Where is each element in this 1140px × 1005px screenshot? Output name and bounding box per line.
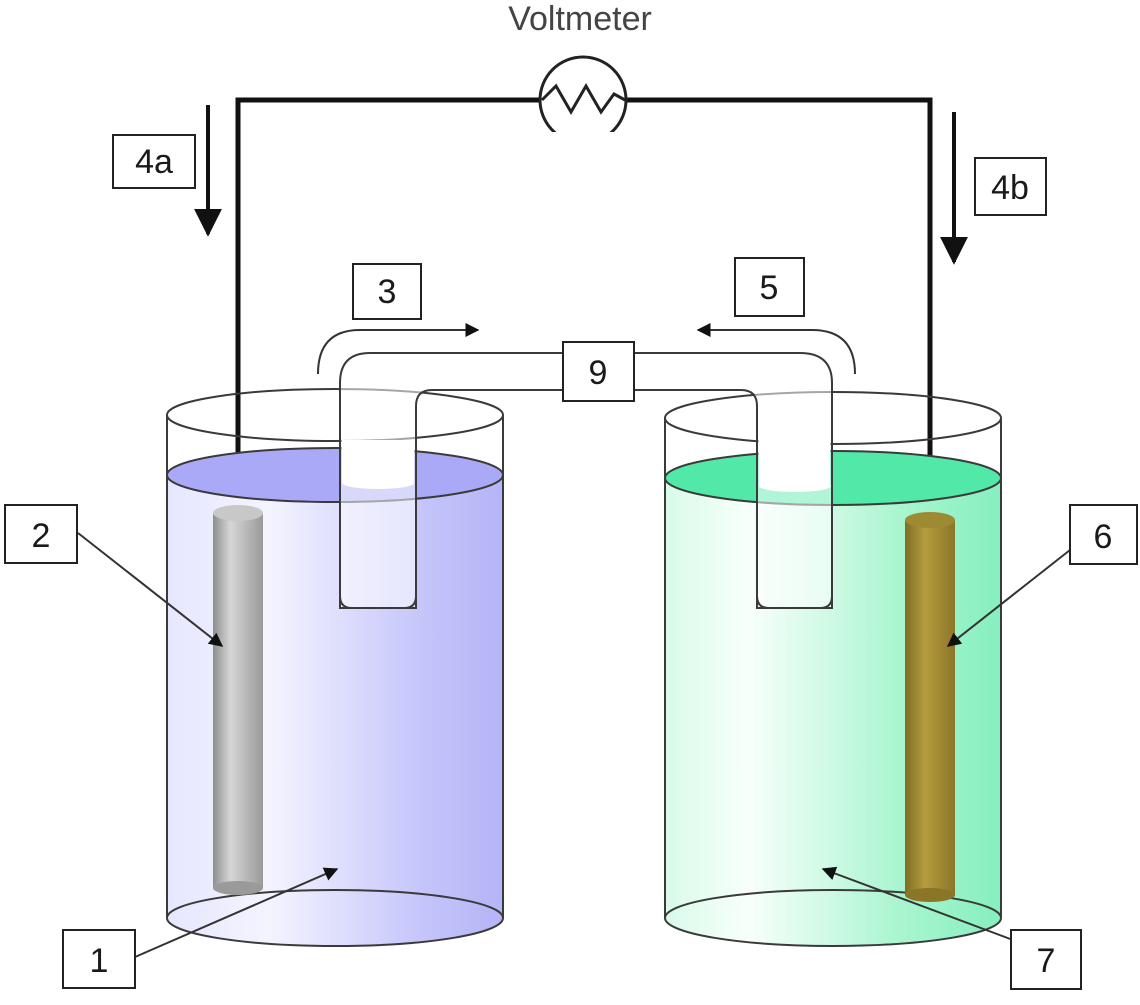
- svg-text:6: 6: [1094, 518, 1113, 556]
- pointer-arrow-6: [946, 549, 1071, 647]
- label-2: 2: [4, 504, 78, 564]
- label-9: 9: [562, 341, 635, 402]
- label-4b: 4b: [974, 157, 1047, 216]
- left-solution-surface: [166, 447, 504, 503]
- svg-text:7: 7: [1037, 942, 1056, 980]
- right-electrode: [905, 512, 955, 902]
- ion-flow-arrow-right: [696, 323, 856, 375]
- salt-bridge: [339, 352, 833, 609]
- pointer-arrow-1: [134, 867, 339, 958]
- label-3: 3: [352, 263, 422, 320]
- voltmeter-icon: [510, 55, 660, 152]
- ion-flow-arrow-left: [317, 323, 480, 375]
- label-5: 5: [734, 257, 805, 317]
- svg-text:3: 3: [378, 273, 397, 311]
- svg-text:4a: 4a: [135, 143, 173, 181]
- voltmeter-title: Voltmeter: [508, 0, 652, 38]
- external-wire: [235, 97, 933, 518]
- label-7: 7: [1010, 929, 1082, 990]
- svg-text:4b: 4b: [991, 169, 1029, 207]
- svg-text:9: 9: [589, 354, 608, 392]
- label-1: 1: [62, 929, 136, 989]
- svg-text:5: 5: [760, 269, 779, 307]
- pointer-arrow-2: [77, 532, 224, 647]
- svg-text:2: 2: [32, 517, 51, 555]
- label-4a: 4a: [112, 134, 196, 189]
- label-6: 6: [1069, 504, 1138, 565]
- pointer-arrow-7: [821, 866, 1014, 941]
- svg-text:1: 1: [90, 942, 109, 980]
- left-electrode: [213, 505, 263, 895]
